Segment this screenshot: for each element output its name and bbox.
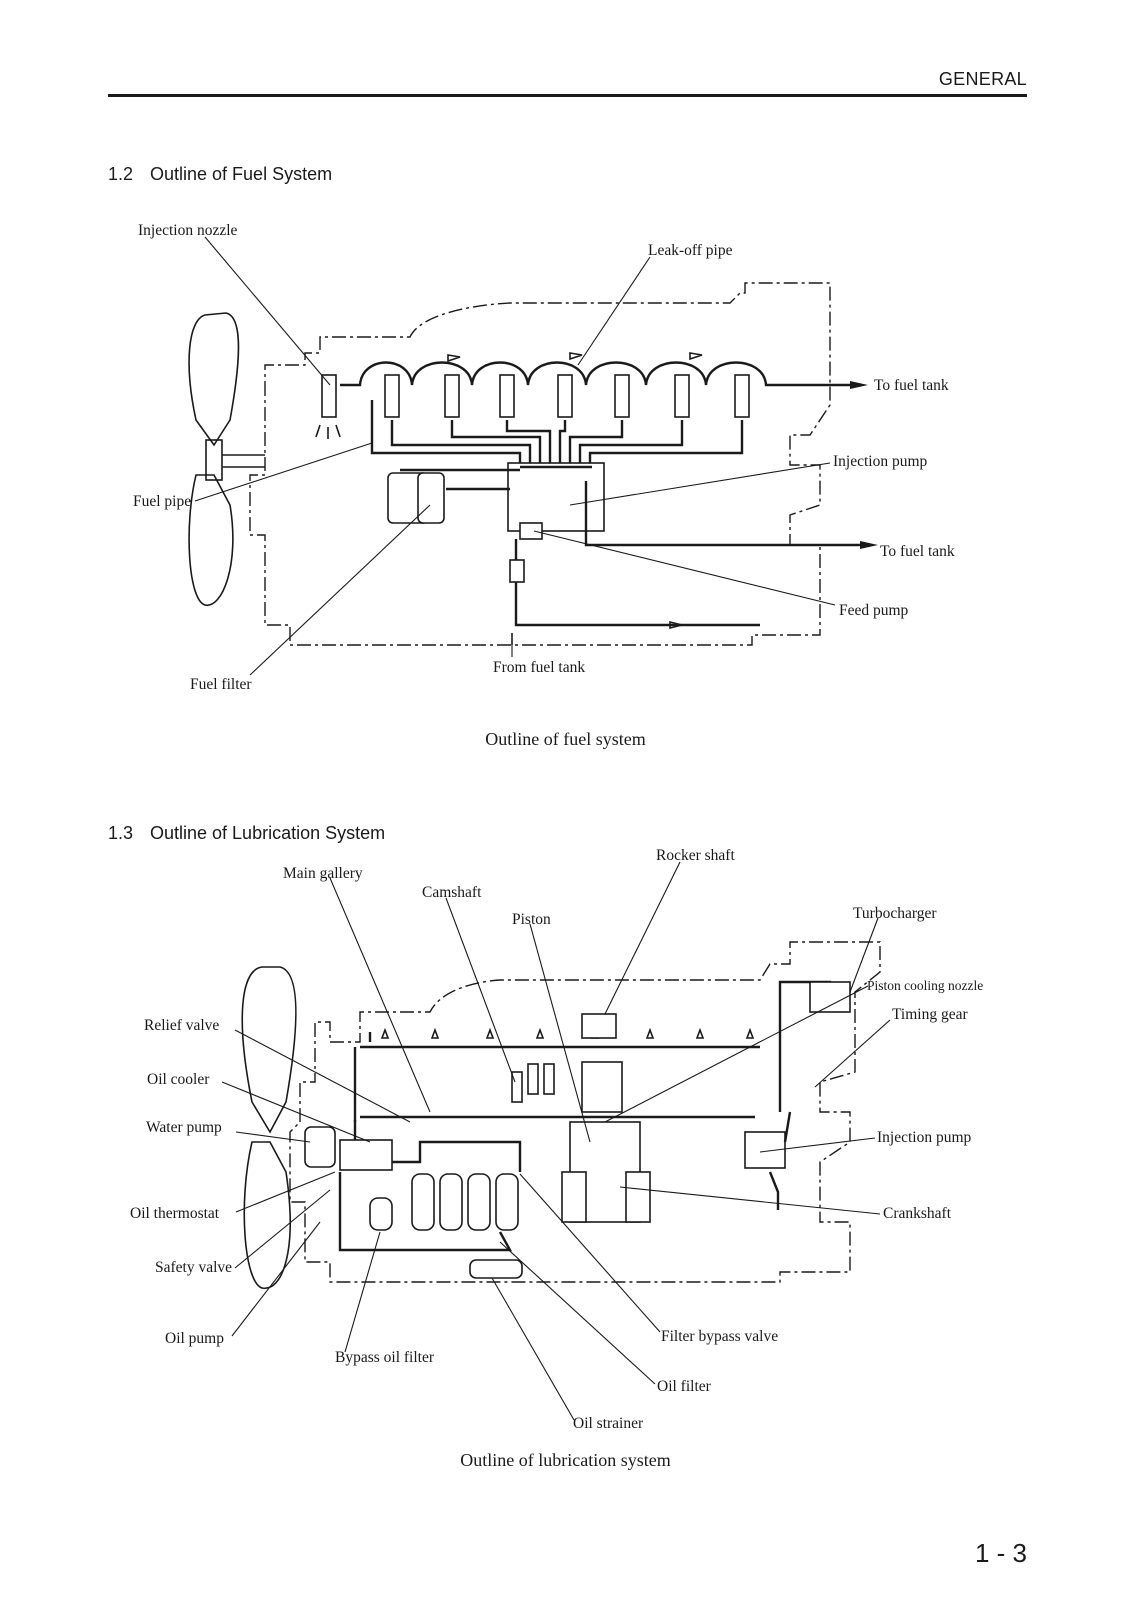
label-rocker-shaft: Rocker shaft bbox=[656, 847, 735, 864]
label-water-pump: Water pump bbox=[146, 1119, 222, 1136]
label-injection-pump: Injection pump bbox=[877, 1129, 972, 1146]
engine-outline bbox=[289, 941, 881, 1283]
label-injection-nozzle: Injection nozzle bbox=[138, 222, 238, 239]
header-rule bbox=[108, 94, 1027, 97]
section-number: 1.3 bbox=[108, 823, 134, 843]
label-injection-pump: Injection pump bbox=[833, 453, 928, 470]
label-from-fuel-tank: From fuel tank bbox=[493, 659, 585, 676]
label-oil-filter: Oil filter bbox=[657, 1378, 712, 1395]
label-fuel-pipe: Fuel pipe bbox=[133, 493, 191, 510]
engine-outline bbox=[249, 282, 831, 646]
page-number: 1 - 3 bbox=[974, 1538, 1027, 1568]
label-oil-pump: Oil pump bbox=[165, 1330, 224, 1347]
bypass-filter-body bbox=[369, 1197, 393, 1231]
label-crankshaft: Crankshaft bbox=[883, 1205, 952, 1222]
rocker-assembly bbox=[581, 1013, 617, 1039]
label-relief-valve: Relief valve bbox=[144, 1017, 219, 1034]
label-timing-gear: Timing gear bbox=[892, 1006, 968, 1023]
feed-pump bbox=[519, 522, 543, 540]
fuel-pipes bbox=[370, 400, 744, 465]
water-pump-body bbox=[304, 1126, 336, 1168]
section-number: 1.2 bbox=[108, 164, 134, 184]
label-oil-cooler: Oil cooler bbox=[147, 1071, 210, 1088]
label-to-fuel-tank-2: To fuel tank bbox=[880, 543, 955, 560]
label-filter-bypass-valve: Filter bypass valve bbox=[661, 1328, 778, 1345]
section-title: Outline of Fuel System bbox=[150, 164, 333, 184]
label-bypass-oil-filter: Bypass oil filter bbox=[335, 1349, 435, 1366]
label-feed-pump: Feed pump bbox=[839, 602, 909, 619]
label-camshaft: Camshaft bbox=[422, 884, 482, 901]
piston-crank bbox=[561, 1121, 651, 1223]
fuel-system-diagram: Injection nozzle Leak-off pipe To fuel t… bbox=[133, 222, 955, 693]
fuel-filter bbox=[387, 468, 520, 524]
label-main-gallery: Main gallery bbox=[283, 865, 363, 882]
label-fuel-filter: Fuel filter bbox=[190, 676, 252, 693]
cooling-fan bbox=[188, 312, 265, 606]
label-piston: Piston bbox=[512, 911, 551, 928]
leak-off-pipe bbox=[340, 361, 850, 387]
injector-row bbox=[315, 374, 750, 439]
section-heading-lube: 1.3 Outline of Lubrication System bbox=[108, 823, 385, 844]
section-heading-fuel: 1.2 Outline of Fuel System bbox=[108, 164, 332, 185]
lubrication-system-diagram: Rocker shaft Main gallery Camshaft Pisto… bbox=[130, 847, 983, 1432]
section-title: Outline of Lubrication System bbox=[150, 823, 386, 843]
cooling-fan bbox=[241, 966, 297, 1289]
label-to-fuel-tank-1: To fuel tank bbox=[874, 377, 949, 394]
oil-filters bbox=[411, 1173, 519, 1231]
label-safety-valve: Safety valve bbox=[155, 1259, 232, 1276]
figure-caption-fuel: Outline of fuel system bbox=[485, 729, 646, 749]
label-piston-cooling-nozzle: Piston cooling nozzle bbox=[867, 978, 983, 993]
camshaft-assembly bbox=[511, 1063, 555, 1103]
injection-pump-body bbox=[507, 462, 605, 532]
figure-caption-lube: Outline of lubrication system bbox=[460, 1450, 671, 1470]
oil-cooler-body bbox=[339, 1139, 393, 1171]
label-oil-thermostat: Oil thermostat bbox=[130, 1205, 220, 1222]
label-oil-strainer: Oil strainer bbox=[573, 1415, 644, 1432]
running-header: GENERAL bbox=[938, 69, 1027, 89]
oil-strainer-body bbox=[469, 1259, 523, 1279]
turbocharger bbox=[809, 981, 851, 1013]
label-leak-off-pipe: Leak-off pipe bbox=[648, 242, 733, 259]
label-turbocharger: Turbocharger bbox=[853, 905, 937, 922]
